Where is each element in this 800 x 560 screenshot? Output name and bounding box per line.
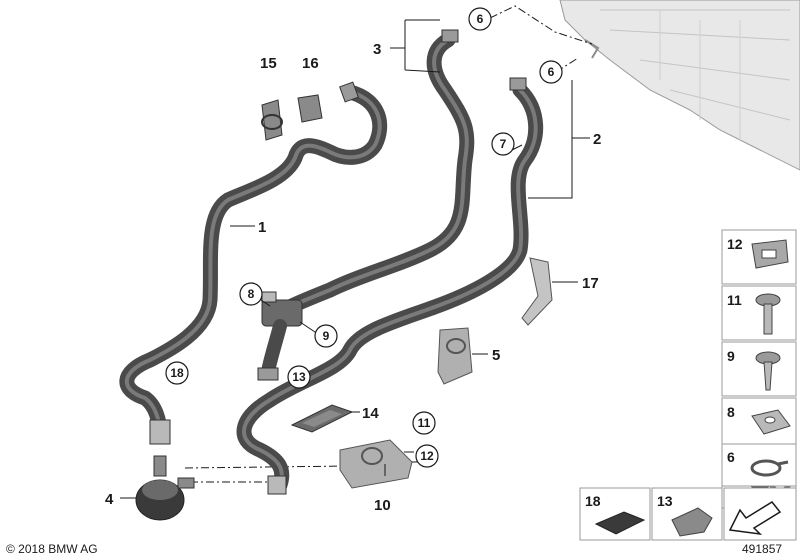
callout-10: 10	[374, 497, 391, 514]
callout-13: 13	[287, 365, 311, 389]
svg-text:18: 18	[585, 493, 601, 509]
copyright-text: © 2018 BMW AG	[6, 542, 98, 556]
electric-pump-4	[135, 455, 195, 521]
clamp-15	[261, 99, 283, 141]
svg-text:6: 6	[477, 12, 484, 26]
callout-1: 1	[258, 219, 266, 236]
bottom-legend: 18 13	[579, 487, 797, 541]
svg-text:12: 12	[420, 449, 434, 463]
callout-4: 4	[105, 491, 114, 508]
svg-text:7: 7	[500, 137, 507, 151]
callout-3: 3	[373, 41, 381, 58]
callout-6-right: 6	[539, 60, 563, 84]
callout-17: 17	[582, 275, 599, 292]
holder-5	[437, 327, 473, 385]
callout-11: 11	[412, 411, 436, 435]
callout-7: 7	[491, 132, 515, 156]
diagram-number: 491857	[742, 542, 783, 556]
bracket-17	[521, 257, 553, 326]
svg-text:12: 12	[727, 236, 743, 252]
callout-16: 16	[302, 55, 319, 72]
svg-text:8: 8	[727, 404, 735, 420]
hose-3	[284, 29, 475, 314]
legend-cell-arrow	[723, 487, 797, 541]
heater-housing	[559, 0, 800, 171]
callout-2: 2	[593, 131, 601, 148]
legend-cell-11: 11	[721, 285, 797, 341]
callout-5: 5	[492, 347, 500, 364]
svg-text:7: 7	[727, 460, 735, 476]
svg-text:13: 13	[657, 493, 673, 509]
callout-6-top: 6	[468, 7, 492, 31]
legend-cell-8: 8	[721, 397, 797, 453]
callout-18: 18	[165, 361, 189, 385]
callout-14: 14	[362, 405, 379, 422]
svg-text:9: 9	[323, 329, 330, 343]
legend-cell-12: 12	[721, 229, 797, 285]
svg-text:11: 11	[727, 292, 742, 308]
legend-cell-13: 13	[651, 487, 723, 541]
hose-1	[119, 81, 388, 445]
legend-cell-18: 18	[579, 487, 651, 541]
svg-text:6: 6	[548, 65, 555, 79]
svg-text:11: 11	[418, 416, 431, 430]
pad-14	[290, 404, 354, 433]
svg-text:18: 18	[170, 366, 184, 380]
connector-valve	[257, 291, 303, 381]
svg-text:8: 8	[248, 287, 255, 301]
hose-2	[236, 77, 544, 495]
callout-8: 8	[239, 282, 263, 306]
svg-text:13: 13	[292, 370, 306, 384]
svg-text:9: 9	[727, 348, 735, 364]
callout-12: 12	[415, 444, 439, 468]
callout-15: 15	[260, 55, 277, 72]
clamp-16	[297, 94, 323, 123]
parts-legend: 12 11 9 8 7	[721, 229, 797, 509]
callout-9: 9	[314, 324, 338, 348]
legend-cell-9: 9	[721, 341, 797, 397]
arrow-icon	[728, 501, 782, 536]
holder-10	[339, 439, 413, 489]
